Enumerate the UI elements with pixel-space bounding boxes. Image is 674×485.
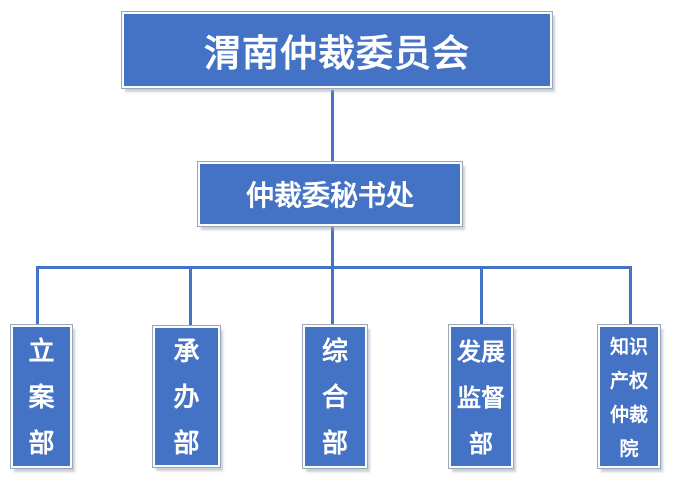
node-secretariat: 仲裁委秘书处 — [198, 162, 462, 226]
node-general-dept: 综 合 部 — [303, 325, 367, 468]
connector-drop-ip-arbitration — [629, 266, 632, 326]
connector-drop-development-supervision — [480, 266, 483, 326]
node-ip-arbitration-court: 知识 产权 仲裁 院 — [598, 325, 660, 468]
node-case-filing-dept: 立 案 部 — [11, 325, 72, 468]
connector-drop-undertaking — [189, 266, 192, 327]
connector-root-to-secretariat — [331, 90, 334, 163]
node-undertaking-dept: 承 办 部 — [153, 326, 220, 467]
node-development-supervision-dept: 发展 监督 部 — [449, 325, 513, 468]
connector-secretariat-to-bus — [331, 226, 334, 269]
connector-horizontal-bus — [36, 266, 632, 269]
connector-drop-general — [331, 266, 334, 326]
connector-drop-case-filing — [36, 266, 39, 326]
node-arbitration-commission-label: 渭南仲裁委员会 — [204, 31, 470, 75]
node-arbitration-commission: 渭南仲裁委员会 — [122, 12, 552, 88]
node-secretariat-label: 仲裁委秘书处 — [245, 179, 414, 212]
